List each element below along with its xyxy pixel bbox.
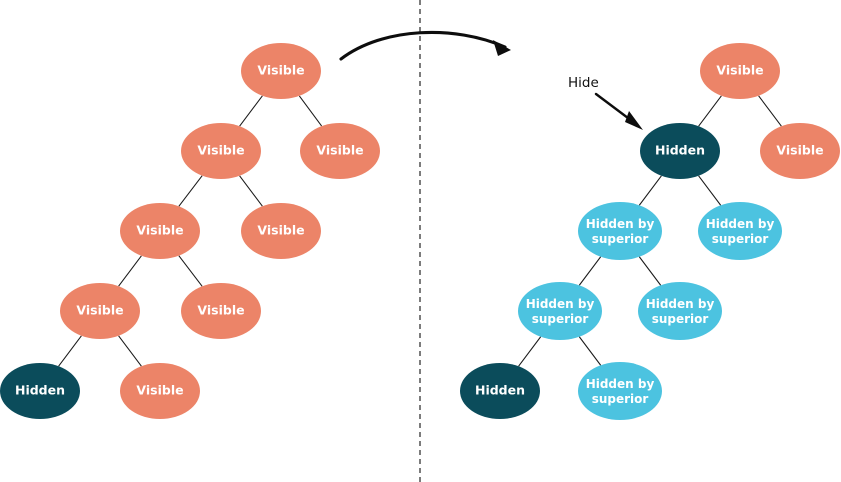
tree-node-visible[interactable]: Visible (300, 123, 380, 179)
tree-edge (638, 175, 662, 206)
node-shape (698, 202, 782, 260)
tree-edge (118, 335, 142, 367)
node-shape (181, 283, 261, 339)
node-shape (120, 203, 200, 259)
tree-node-visible[interactable]: Visible (120, 363, 200, 419)
tree-node-visible[interactable]: Visible (241, 203, 321, 259)
tree-node-hidden[interactable]: Hidden (0, 363, 80, 419)
tree-node-visible[interactable]: Visible (120, 203, 200, 259)
transition-arrow-curve (339, 30, 507, 61)
tree-edge (578, 336, 602, 366)
tree-node-visible[interactable]: Visible (241, 43, 321, 99)
hide-label: Hide (568, 75, 599, 91)
node-shape (578, 362, 662, 420)
node-shape (518, 282, 602, 340)
annotations-layer: Hide (339, 30, 643, 130)
tree-edge (239, 95, 263, 127)
node-shape (640, 123, 720, 179)
tree-edge (638, 256, 662, 286)
tree-edge (118, 255, 142, 287)
node-shape (300, 123, 380, 179)
tree-edge (758, 95, 782, 127)
edges-layer (58, 95, 782, 367)
tree-node-visible[interactable]: Visible (181, 283, 261, 339)
tree-edge (298, 95, 323, 127)
tree-edge (518, 336, 542, 367)
tree-node-visible[interactable]: Visible (760, 123, 840, 179)
node-shape (120, 363, 200, 419)
node-shape (460, 363, 540, 419)
transition-arrow-head (493, 40, 511, 56)
node-shape (760, 123, 840, 179)
tree-edge (58, 335, 82, 367)
tree-node-visible[interactable]: Visible (60, 283, 140, 339)
node-shape (181, 123, 261, 179)
node-shape (241, 43, 321, 99)
tree-node-hidden[interactable]: Hidden (460, 363, 540, 419)
tree-edge (698, 95, 722, 127)
node-shape (60, 283, 140, 339)
hide-arrow-head (625, 111, 643, 130)
node-shape (578, 202, 662, 260)
tree-edge (698, 175, 722, 206)
tree-edge (178, 175, 203, 207)
node-shape (700, 43, 780, 99)
tree-node-visible[interactable]: Visible (181, 123, 261, 179)
node-shape (638, 282, 722, 340)
tree-node-hidden[interactable]: Hidden (640, 123, 720, 179)
tree-edge (578, 256, 602, 286)
tree-node-visible[interactable]: Visible (700, 43, 780, 99)
node-shape (0, 363, 80, 419)
tree-edge (239, 175, 263, 207)
node-shape (241, 203, 321, 259)
tree-edge (178, 255, 203, 287)
